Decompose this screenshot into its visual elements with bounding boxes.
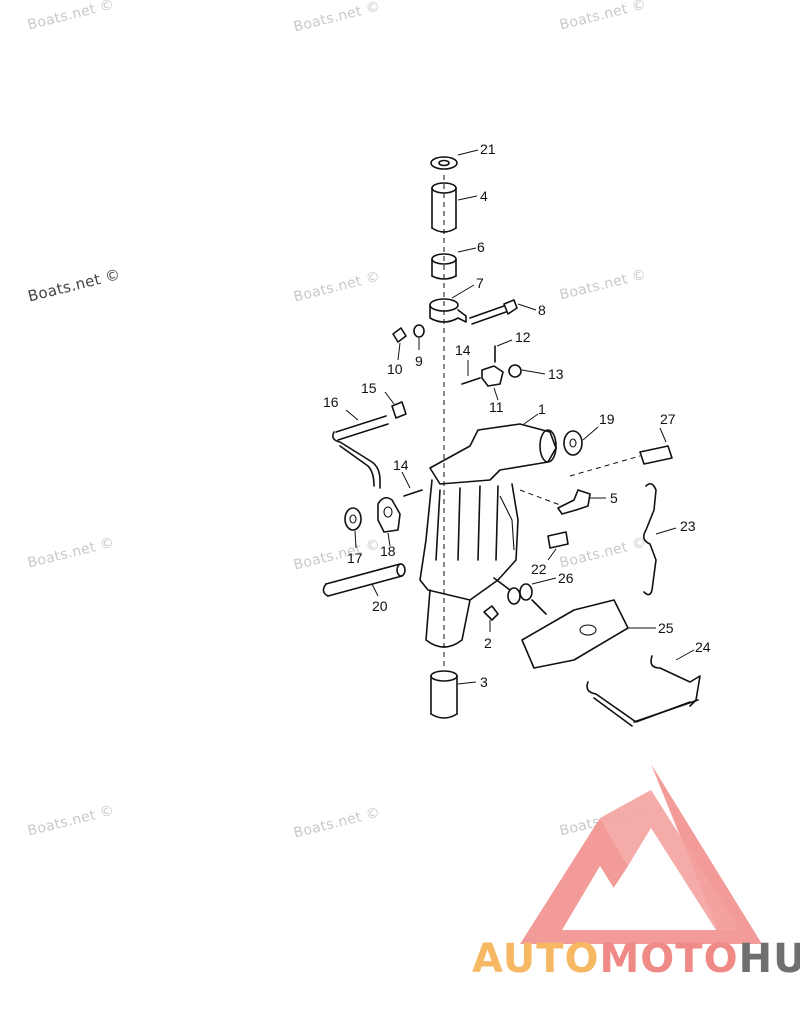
brand-wordmark: AUTOMOTOHUB xyxy=(472,936,800,982)
brand-part-auto: AUTO xyxy=(472,936,600,982)
callout-18: 18 xyxy=(380,543,396,559)
callout-20: 20 xyxy=(372,598,388,614)
callout-14-upper: 14 xyxy=(455,342,471,358)
callout-6: 6 xyxy=(477,239,485,255)
part-10-nut xyxy=(392,327,407,361)
part-27-decal xyxy=(569,427,673,477)
callout-26: 26 xyxy=(558,570,574,586)
callout-27: 27 xyxy=(660,411,676,427)
part-23-spring xyxy=(642,482,677,596)
callout-16: 16 xyxy=(323,394,339,410)
callout-23: 23 xyxy=(680,518,696,534)
part-17-washer xyxy=(344,507,362,549)
part-21-washer xyxy=(430,149,479,170)
callout-1: 1 xyxy=(538,401,546,417)
callout-3: 3 xyxy=(480,674,488,690)
brand-part-moto: MOTO xyxy=(599,936,739,982)
callout-22: 22 xyxy=(531,561,547,577)
part-12-pin xyxy=(494,339,513,363)
callout-24: 24 xyxy=(695,639,711,655)
callout-7: 7 xyxy=(476,275,484,291)
callout-14-lower: 14 xyxy=(393,457,409,473)
part-22-decal xyxy=(547,531,569,561)
callout-10: 10 xyxy=(387,361,403,377)
part-1-swivel-bracket xyxy=(419,413,557,648)
part-20-tube xyxy=(322,563,406,597)
callout-21: 21 xyxy=(480,141,496,157)
callout-8: 8 xyxy=(538,302,546,318)
callout-25: 25 xyxy=(658,620,674,636)
part-26-spring xyxy=(493,577,557,615)
part-24-handle xyxy=(586,649,701,727)
part-14-pin-upper xyxy=(461,360,481,385)
callout-5: 5 xyxy=(610,490,618,506)
part-3-bushing xyxy=(430,670,477,719)
part-8-bolt xyxy=(469,299,537,325)
part-13-nut xyxy=(508,364,546,378)
part-7-clamp xyxy=(429,284,475,323)
part-14-pin-lower xyxy=(401,471,423,497)
callout-17: 17 xyxy=(347,550,363,566)
part-19-washer xyxy=(563,426,599,456)
part-9-nut xyxy=(413,324,425,350)
callout-12: 12 xyxy=(515,329,531,345)
callout-19: 19 xyxy=(599,411,615,427)
part-2-screw xyxy=(483,605,499,632)
callout-11: 11 xyxy=(489,399,504,415)
part-6-sleeve xyxy=(431,247,477,280)
callout-13: 13 xyxy=(548,366,564,382)
callout-15: 15 xyxy=(361,380,377,396)
part-11-block xyxy=(481,365,504,401)
callout-2: 2 xyxy=(484,635,492,651)
brand-part-hub: HUB xyxy=(738,936,800,982)
part-18-block xyxy=(377,496,401,547)
callout-9: 9 xyxy=(415,353,423,369)
part-4-bushing xyxy=(431,182,478,233)
part-15-bushing xyxy=(384,391,407,419)
part-25-plate xyxy=(521,599,656,669)
part-5-bolt xyxy=(519,489,606,515)
part-16-lever xyxy=(332,409,389,489)
callout-4: 4 xyxy=(480,188,488,204)
